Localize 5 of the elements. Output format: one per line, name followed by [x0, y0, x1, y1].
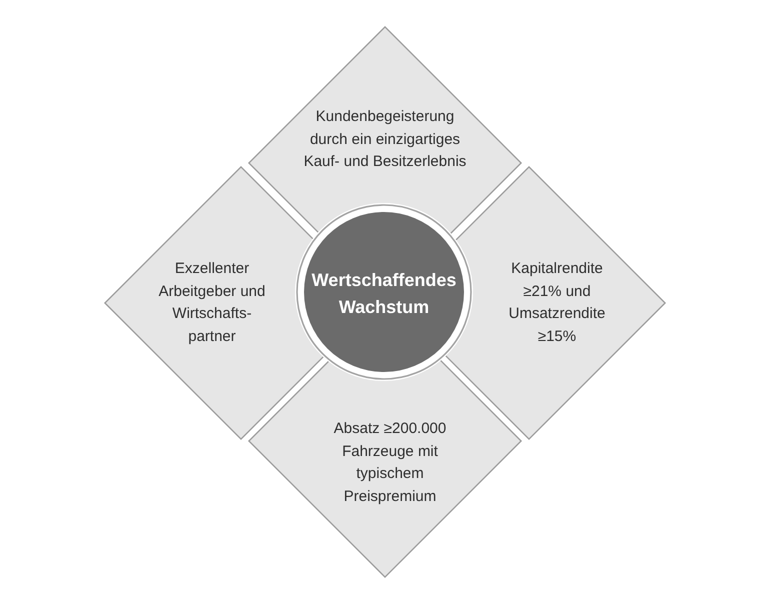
panel-text: Exzellenter Arbeitgeber und Wirtschafts- partner — [158, 259, 266, 346]
panel-text: Absatz ≥200.000 Fahrzeuge mit typischem Preispremium — [332, 419, 448, 506]
center-label: Wertschaffendes Wachstum — [310, 269, 458, 319]
panel-text: Kundenbegeisterung durch ein einzigartiges Kauf- und Besitzerlebnis — [302, 107, 468, 172]
panel-text: Kapitalrendite ≥21% und Umsatzrendite ≥15% — [508, 259, 606, 346]
